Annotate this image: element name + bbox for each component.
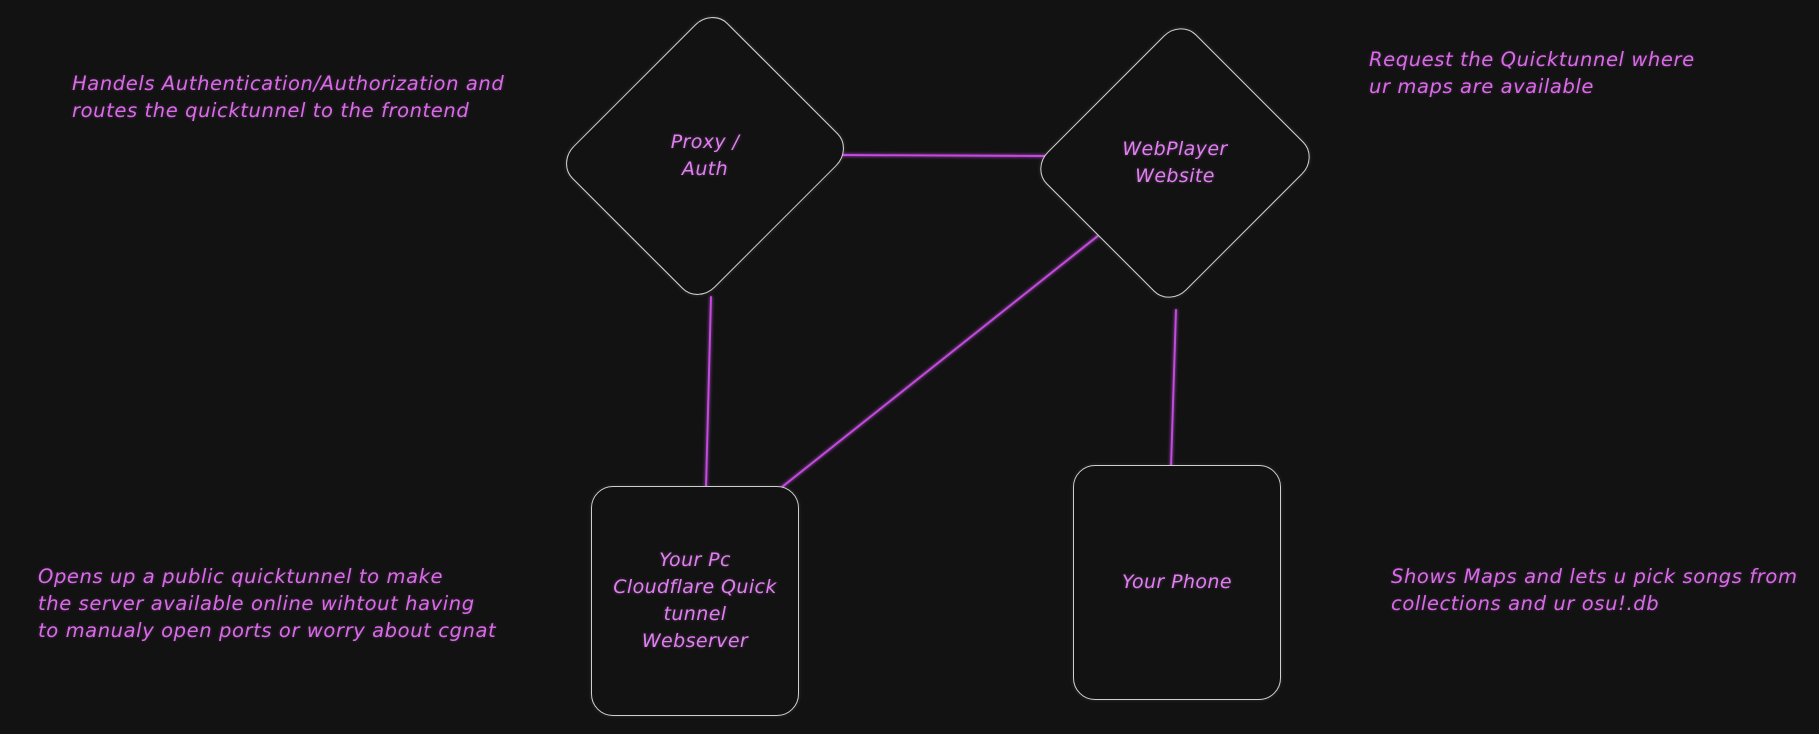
node-your-pc-label: Your Pc Cloudflare Quick tunnel Webserve… bbox=[613, 549, 777, 652]
node-webplayer-website[interactable]: WebPlayer Website bbox=[1030, 18, 1320, 308]
edge-webplayer-phone bbox=[1170, 309, 1177, 468]
node-your-pc[interactable]: Your Pc Cloudflare Quick tunnel Webserve… bbox=[591, 486, 799, 716]
annotation-proxy-auth: Handels Authentication/Authorization and… bbox=[72, 72, 505, 122]
annotation-your-phone: Shows Maps and lets u pick songs from co… bbox=[1391, 565, 1798, 615]
node-proxy-auth[interactable]: Proxy / Auth bbox=[556, 7, 854, 305]
node-your-phone[interactable]: Your Phone bbox=[1073, 465, 1281, 700]
annotation-webplayer-website: Request the Quicktunnel where ur maps ar… bbox=[1369, 48, 1695, 98]
edge-proxy-yourpc bbox=[705, 296, 712, 488]
node-your-phone-label: Your Phone bbox=[1122, 571, 1232, 593]
edge-proxy-webplayer bbox=[840, 154, 1047, 157]
node-proxy-auth-label: Proxy / Auth bbox=[670, 131, 740, 180]
annotation-your-pc: Opens up a public quicktunnel to make th… bbox=[38, 565, 497, 642]
node-webplayer-website-label: WebPlayer Website bbox=[1122, 138, 1228, 187]
